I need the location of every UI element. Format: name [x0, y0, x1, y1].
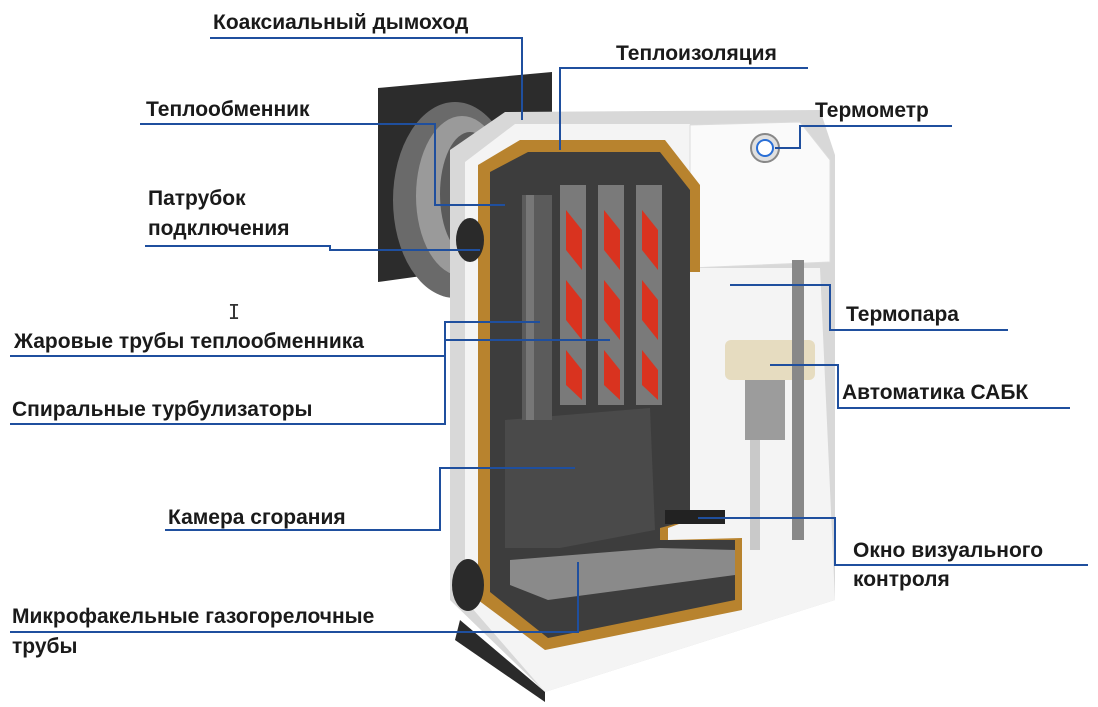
label-sight-window-line2: контроля [853, 568, 950, 591]
label-connection-pipe-line1: Патрубок [148, 187, 246, 210]
label-combustion-chamber: Камера сгорания [168, 506, 346, 529]
label-connection-pipe-line2: подключения [148, 217, 290, 240]
label-burner-tubes-line2: трубы [12, 635, 78, 658]
leader-burner-tubes [10, 562, 579, 633]
label-sight-window-line1: Окно визуального [853, 539, 1044, 562]
text-cursor-icon: I [228, 300, 241, 324]
label-burner-tubes-line1: Микрофакельные газогорелочные [12, 605, 375, 628]
label-coaxial-flue: Коаксиальный дымоход [213, 11, 469, 34]
leader-connection-pipe [145, 245, 480, 251]
leader-spiral-turbulizers [10, 339, 610, 425]
label-insulation: Теплоизоляция [616, 42, 777, 65]
label-thermometer: Термометр [815, 99, 929, 122]
label-fire-tubes: Жаровые трубы теплообменника [14, 330, 364, 353]
leader-sight-window [698, 517, 1088, 566]
label-automation: Автоматика САБК [842, 381, 1029, 404]
label-spiral-turbulizers: Спиральные турбулизаторы [12, 398, 313, 421]
leader-thermometer [775, 125, 952, 149]
leader-heat-exchanger [140, 123, 505, 206]
leader-coaxial-flue [210, 37, 523, 120]
label-heat-exchanger: Теплообменник [146, 98, 310, 121]
boiler-body [450, 110, 835, 702]
leader-insulation [559, 67, 808, 150]
leader-lines [10, 37, 1088, 633]
leader-combustion-chamber [165, 467, 575, 531]
leader-automation [770, 364, 1070, 409]
leader-thermocouple [730, 284, 1008, 331]
label-thermocouple: Термопара [846, 303, 959, 326]
